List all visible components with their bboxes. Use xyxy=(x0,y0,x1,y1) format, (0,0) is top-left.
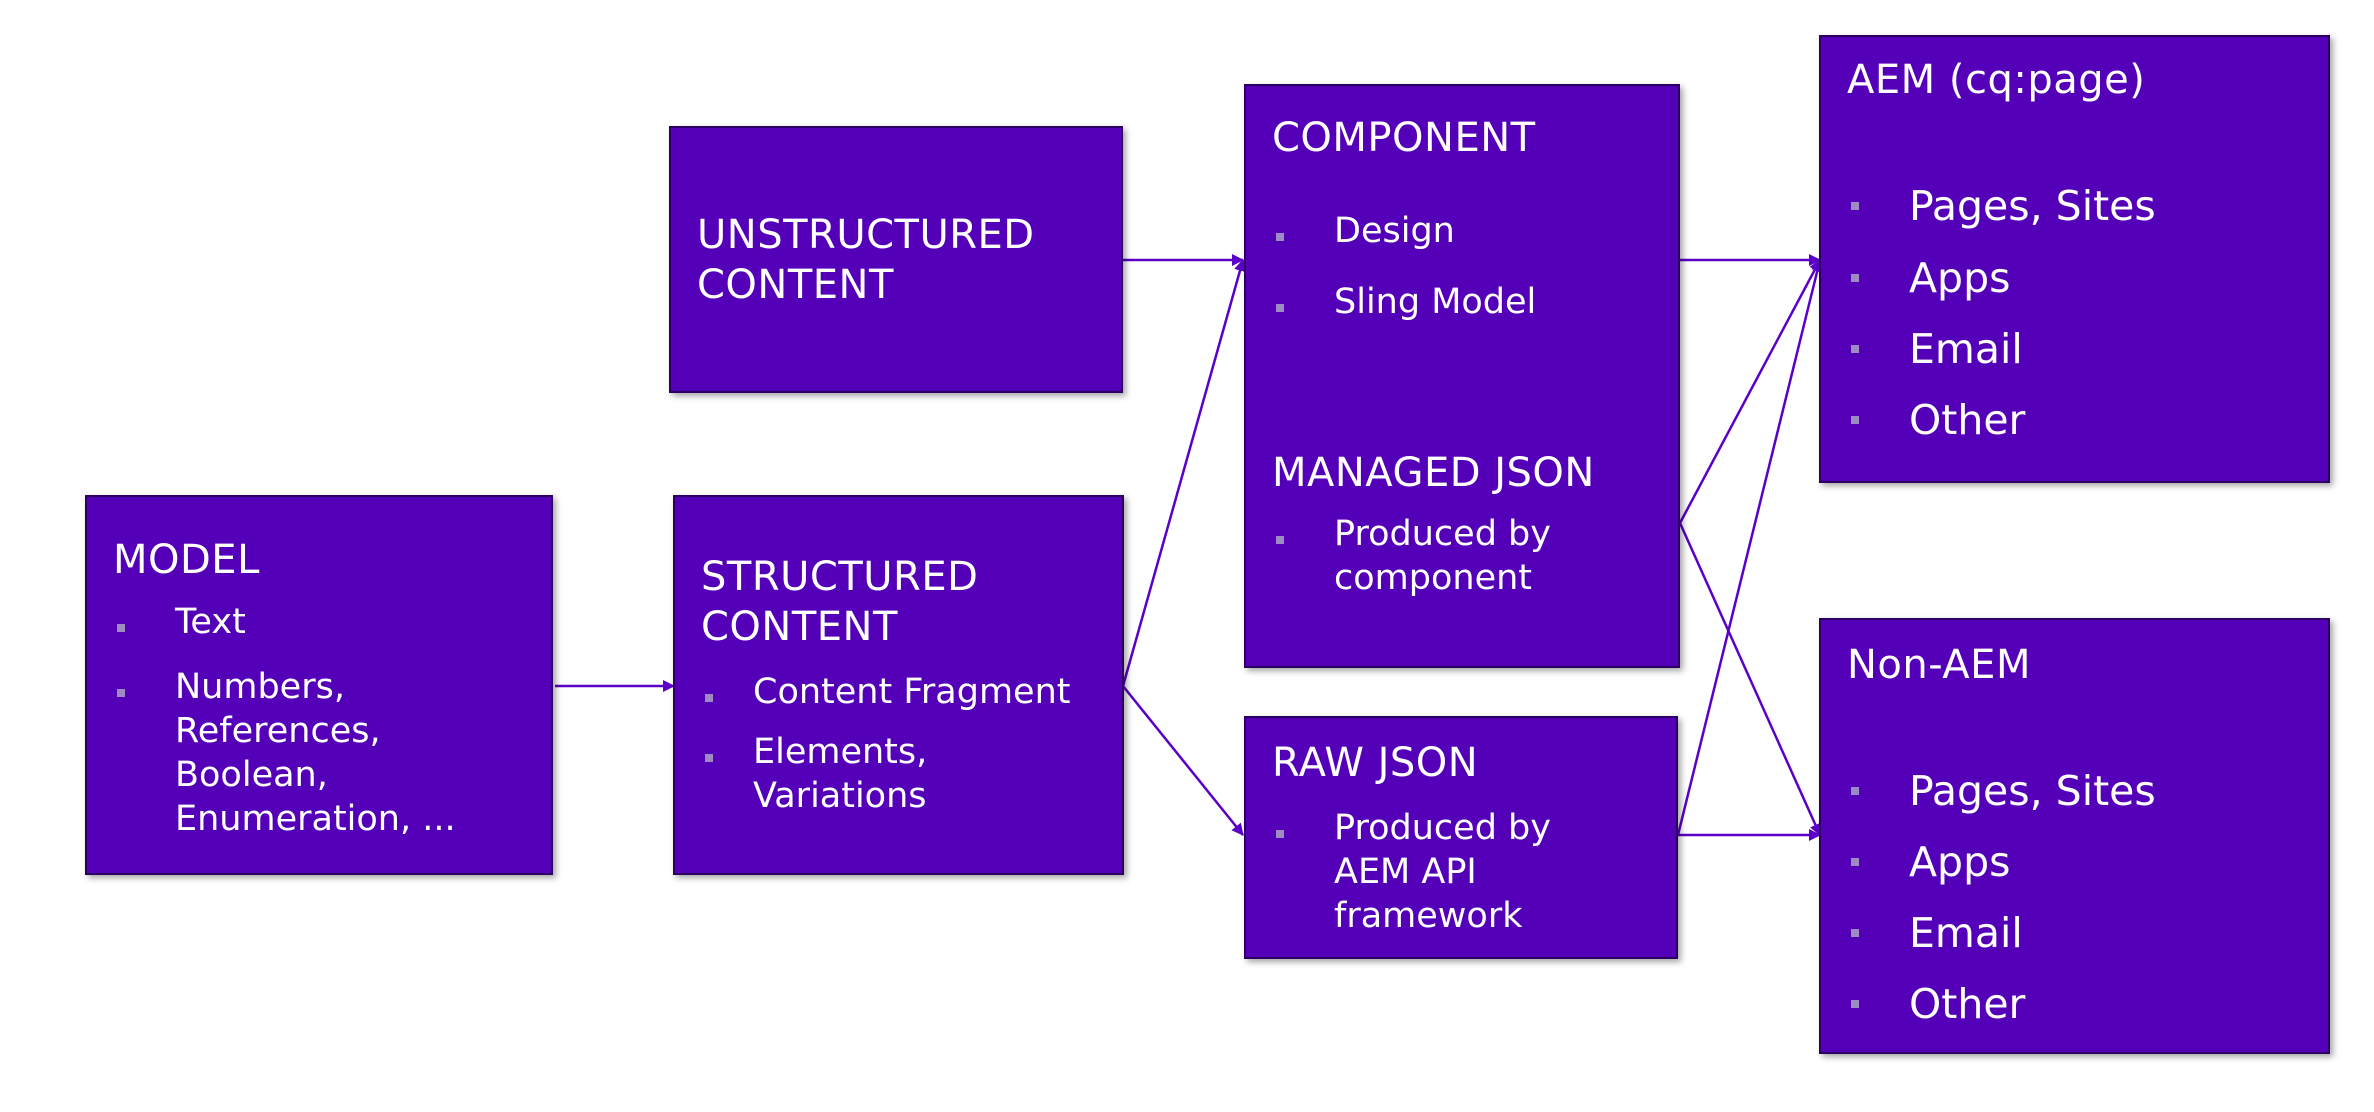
bullet-icon xyxy=(705,754,713,762)
component-item-design: Design xyxy=(1334,211,1455,251)
bullet-icon xyxy=(1276,233,1284,241)
bullet-icon xyxy=(1851,416,1859,424)
aem-box: AEM (cq:page) Pages, Sites Apps Email Ot… xyxy=(1819,35,2330,483)
bullet-icon xyxy=(1851,929,1859,937)
raw-json-title: RAW JSON xyxy=(1272,740,1479,786)
unstructured-content-title: UNSTRUCTURED CONTENT xyxy=(697,212,1035,308)
bullet-icon xyxy=(1851,202,1859,210)
model-title: MODEL xyxy=(113,537,260,583)
arrow-managed-to-aem xyxy=(1678,259,1822,524)
non-aem-title: Non-AEM xyxy=(1847,642,2031,688)
arrow-structured-to-component xyxy=(1121,259,1246,687)
aem-item-pages: Pages, Sites xyxy=(1909,182,2156,230)
bullet-icon xyxy=(1851,787,1859,795)
structured-item-fragment: Content Fragment xyxy=(753,672,1071,712)
arrow-structured-to-raw xyxy=(1122,685,1244,836)
unstructured-content-box: UNSTRUCTURED CONTENT xyxy=(669,126,1123,393)
component-title: COMPONENT xyxy=(1272,115,1536,161)
model-item-types: Numbers, References, Boolean, Enumeratio… xyxy=(175,667,456,839)
managed-json-item: Produced by component xyxy=(1334,514,1551,598)
raw-json-box: RAW JSON Produced by AEM API framework xyxy=(1244,716,1678,959)
raw-json-item: Produced by AEM API framework xyxy=(1334,808,1551,936)
non-aem-box: Non-AEM Pages, Sites Apps Email Other xyxy=(1819,618,2330,1054)
bullet-icon xyxy=(1851,858,1859,866)
aem-item-apps: Apps xyxy=(1909,254,2011,302)
non-aem-item-pages: Pages, Sites xyxy=(1909,767,2156,815)
component-box: COMPONENT Design Sling Model MANAGED JSO… xyxy=(1244,84,1680,668)
bullet-icon xyxy=(1276,830,1284,838)
arrow-raw-to-aem xyxy=(1676,259,1824,836)
structured-item-elements: Elements, Variations xyxy=(753,732,928,816)
non-aem-item-apps: Apps xyxy=(1909,838,2011,886)
arrow-managed-to-nonaem xyxy=(1678,522,1822,836)
structured-content-box: STRUCTURED CONTENT Content Fragment Elem… xyxy=(673,495,1124,875)
bullet-icon xyxy=(1851,274,1859,282)
model-item-text: Text xyxy=(175,602,246,642)
bullet-icon xyxy=(117,689,125,697)
non-aem-item-email: Email xyxy=(1909,909,2023,957)
bullet-icon xyxy=(117,624,125,632)
bullet-icon xyxy=(705,694,713,702)
aem-item-other: Other xyxy=(1909,396,2026,444)
component-item-sling-model: Sling Model xyxy=(1334,282,1537,322)
aem-title: AEM (cq:page) xyxy=(1847,57,2146,103)
bullet-icon xyxy=(1276,536,1284,544)
bullet-icon xyxy=(1851,1000,1859,1008)
managed-json-title: MANAGED JSON xyxy=(1272,450,1595,496)
structured-content-title: STRUCTURED CONTENT xyxy=(701,554,979,650)
non-aem-item-other: Other xyxy=(1909,980,2026,1028)
bullet-icon xyxy=(1276,304,1284,312)
aem-item-email: Email xyxy=(1909,325,2023,373)
bullet-icon xyxy=(1851,345,1859,353)
model-box: MODEL Text Numbers, References, Boolean,… xyxy=(85,495,553,875)
